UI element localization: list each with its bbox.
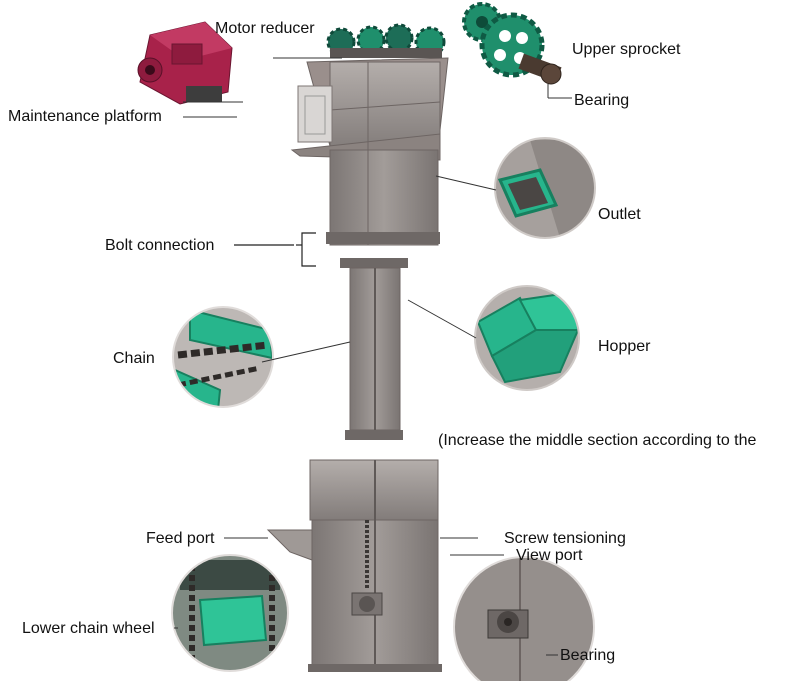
label-hopper: Hopper	[598, 338, 651, 355]
label-maintenance-platform: Maintenance platform	[8, 108, 162, 125]
leader-lines	[174, 57, 572, 656]
label-chain: Chain	[113, 350, 155, 367]
label-bolt-connection: Bolt connection	[105, 237, 215, 254]
bolt-connection-bracket	[234, 232, 316, 267]
label-view-port: View port	[516, 547, 583, 564]
head-sprockets	[326, 23, 446, 58]
upper-sprocket-image	[462, 2, 562, 85]
label-feed-port: Feed port	[146, 530, 215, 547]
outlet-image	[494, 137, 596, 239]
label-upper-sprocket: Upper sprocket	[572, 41, 681, 58]
chain-image	[172, 306, 274, 408]
lower-section	[266, 459, 442, 672]
feed-port-chute	[266, 529, 313, 561]
inspection-door	[297, 85, 333, 143]
lower-chain-wheel-image	[171, 554, 289, 672]
label-bearing-top: Bearing	[574, 92, 630, 109]
label-motor-reducer: Motor reducer	[215, 20, 315, 37]
label-middle-note: (Increase the middle section according t…	[438, 432, 757, 449]
head-section	[290, 57, 449, 246]
label-bearing-bottom: Bearing	[560, 647, 616, 664]
label-screw-tensioning: Screw tensioning	[504, 530, 626, 547]
bearing-bottom-image	[453, 556, 595, 686]
label-outlet: Outlet	[598, 206, 641, 223]
middle-section	[340, 258, 408, 440]
head-flange	[326, 232, 440, 244]
motor-reducer-image	[137, 21, 233, 105]
hopper-image	[474, 285, 580, 391]
label-lower-chain-wheel: Lower chain wheel	[22, 620, 155, 637]
